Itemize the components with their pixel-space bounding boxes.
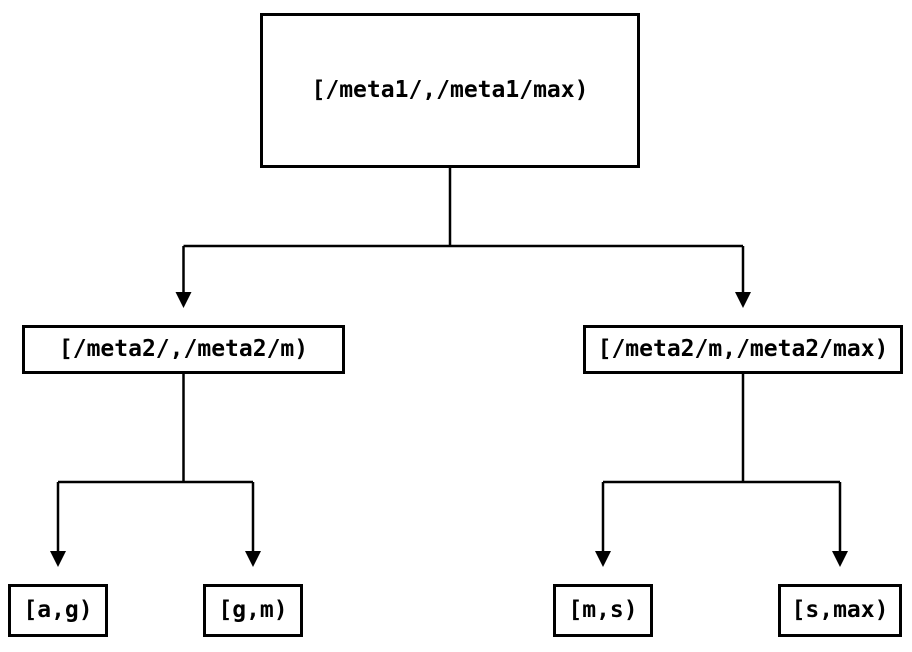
arrowhead-down-icon [245,551,261,567]
connector-meta2-left-to-leaves [50,374,261,567]
connector-meta2-right-to-leaves [595,374,848,567]
node-meta2-left-range: [/meta2/,/meta2/m) [22,325,345,374]
arrowhead-down-icon [832,551,848,567]
arrowhead-down-icon [175,292,192,308]
arrowhead-down-icon [735,292,751,308]
node-meta1-range: [/meta1/,/meta1/max) [260,13,640,168]
node-meta2-right-range: [/meta2/m,/meta2/max) [583,325,903,374]
connector-root-to-meta2 [175,168,751,308]
node-leaf-range-ms: [m,s) [553,584,653,637]
arrowhead-down-icon [595,551,611,567]
node-leaf-range-ag: [a,g) [8,584,108,637]
node-leaf-range-smax: [s,max) [778,584,902,637]
arrowhead-down-icon [50,551,66,567]
node-leaf-range-gm: [g,m) [203,584,303,637]
